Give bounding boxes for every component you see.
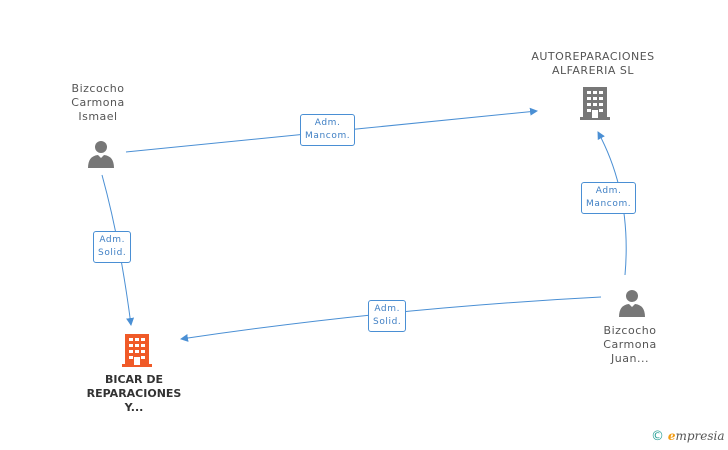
brand-name: mpresia	[675, 429, 725, 443]
node-label-line: Ismael	[78, 110, 118, 123]
node-label-bizcocho-juan[interactable]: Bizcocho Carmona Juan...	[580, 324, 680, 366]
node-label-line: REPARACIONES	[86, 387, 182, 400]
edge-label-line: Mancom.	[586, 199, 632, 209]
edge-label-ismael-to-bicar[interactable]: Adm. Solid.	[93, 231, 132, 263]
edge-label-line: Mancom.	[305, 131, 351, 141]
edge-label-line: Solid.	[98, 248, 127, 258]
edge-label-line: Adm.	[374, 304, 401, 314]
edge-label-line: Adm.	[314, 118, 341, 128]
person-icon	[88, 141, 114, 168]
building-icon-highlighted	[122, 334, 152, 367]
brand-initial: e	[667, 429, 676, 443]
node-label-line: Bizcocho	[71, 82, 125, 95]
node-label-line: Carmona	[603, 338, 657, 351]
node-label-bicar[interactable]: BICAR DE REPARACIONES Y...	[74, 373, 194, 415]
edge-label-juan-to-autoreparaciones[interactable]: Adm. Mancom.	[581, 182, 637, 214]
node-label-bizcocho-ismael[interactable]: Bizcocho Carmona Ismael	[48, 82, 148, 124]
copyright-symbol: ©	[651, 429, 664, 444]
edge-label-line: Adm.	[99, 235, 126, 245]
empresia-watermark: © empresia	[651, 429, 725, 444]
edge-label-line: Solid.	[373, 317, 402, 327]
node-label-line: BICAR DE	[104, 373, 163, 386]
node-label-line: ALFARERIA SL	[551, 64, 635, 77]
node-label-line: Bizcocho	[603, 324, 657, 337]
node-label-autoreparaciones[interactable]: AUTOREPARACIONES ALFARERIA SL	[513, 50, 673, 78]
node-label-line: AUTOREPARACIONES	[531, 50, 655, 63]
person-icon	[619, 290, 645, 317]
edge-label-juan-to-bicar[interactable]: Adm. Solid.	[368, 300, 407, 332]
edge-label-line: Adm.	[595, 186, 622, 196]
node-label-line: Juan...	[611, 352, 649, 365]
node-label-line: Carmona	[71, 96, 125, 109]
building-icon	[580, 87, 610, 120]
node-label-line: Y...	[124, 401, 144, 414]
edge-label-ismael-to-autoreparaciones[interactable]: Adm. Mancom.	[300, 114, 356, 146]
